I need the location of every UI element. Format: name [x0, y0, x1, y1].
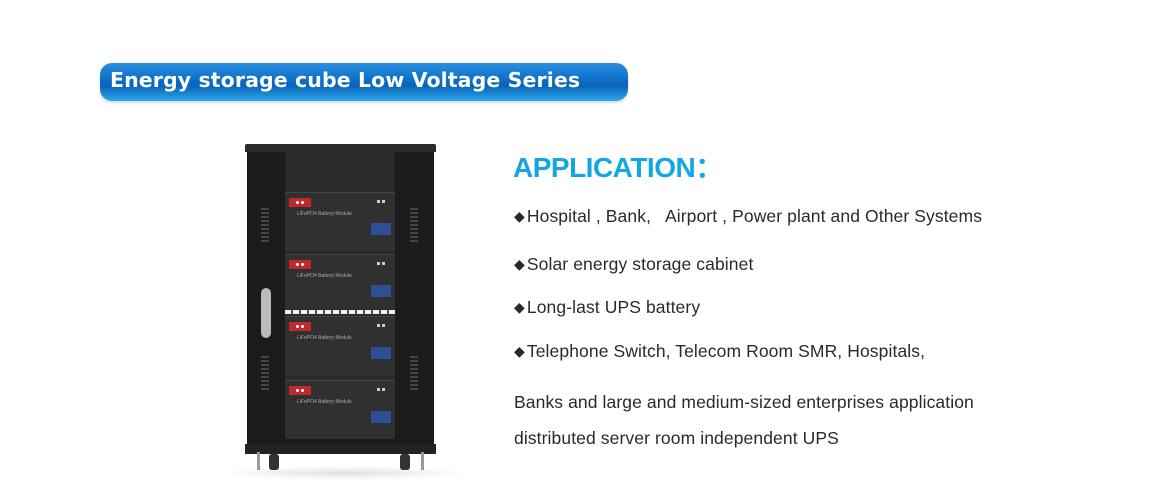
battery-module: LiFePO4 Battery Module	[285, 380, 395, 439]
vent-left-top	[261, 208, 269, 242]
application-item-text: Solar energy storage cabinet	[526, 254, 754, 274]
display-screen	[371, 223, 391, 235]
application-item-text: Telephone Switch, Telecom Room SMR, Hosp…	[526, 341, 926, 361]
application-item: ◆Solar energy storage cabinet	[514, 254, 753, 275]
caster-wheel	[400, 454, 410, 470]
diamond-bullet-icon: ◆	[514, 256, 525, 272]
application-item: ◆Long-last UPS battery	[514, 297, 700, 318]
battery-module: LiFePO4 Battery Module	[285, 316, 395, 375]
application-item: ◆Hospital , Bank, Airport , Power plant …	[514, 206, 982, 227]
battery-module: LiFePO4 Battery Module	[285, 254, 395, 313]
module-label: LiFePO4 Battery Module	[297, 399, 352, 405]
diamond-bullet-icon: ◆	[514, 343, 525, 359]
module-label: LiFePO4 Battery Module	[297, 273, 352, 279]
display-screen	[371, 411, 391, 423]
foot	[421, 452, 424, 470]
terminal-icon	[289, 260, 311, 269]
module-label: LiFePO4 Battery Module	[297, 211, 352, 217]
module-label: LiFePO4 Battery Module	[297, 335, 352, 341]
terminal-icon	[289, 386, 311, 395]
terminal-icon	[289, 198, 311, 207]
banner-title: Energy storage cube Low Voltage Series	[110, 68, 581, 92]
diamond-bullet-icon: ◆	[514, 208, 525, 224]
continuation-line: Banks and large and medium-sized enterpr…	[514, 392, 974, 412]
switch-icon	[377, 262, 385, 265]
application-heading: APPLICATION：	[513, 152, 723, 183]
vent-right-bottom	[410, 356, 418, 390]
switch-icon	[377, 324, 385, 327]
cabinet-base	[245, 444, 436, 454]
battery-module: LiFePO4 Battery Module	[285, 192, 395, 251]
continuation-line: distributed server room independent UPS	[514, 428, 839, 448]
diamond-bullet-icon: ◆	[514, 299, 525, 315]
series-banner: Energy storage cube Low Voltage Series	[100, 63, 628, 101]
display-screen	[371, 285, 391, 297]
cable-chain	[285, 310, 395, 314]
vent-right-top	[410, 208, 418, 242]
door-handle	[261, 288, 271, 338]
vent-left-bottom	[261, 356, 269, 390]
switch-icon	[377, 388, 385, 391]
application-item-text: Hospital , Bank, Airport , Power plant a…	[526, 206, 983, 226]
caster-wheel	[269, 454, 279, 470]
display-screen	[371, 347, 391, 359]
application-item-text: Long-last UPS battery	[526, 297, 701, 317]
foot	[257, 452, 260, 470]
cabinet-top	[245, 144, 436, 152]
application-item: ◆Telephone Switch, Telecom Room SMR, Hos…	[514, 341, 925, 362]
terminal-icon	[289, 322, 311, 331]
switch-icon	[377, 200, 385, 203]
floor-shadow	[220, 466, 470, 480]
battery-cabinet-image: LiFePO4 Battery Module LiFePO4 Battery M…	[245, 144, 436, 472]
